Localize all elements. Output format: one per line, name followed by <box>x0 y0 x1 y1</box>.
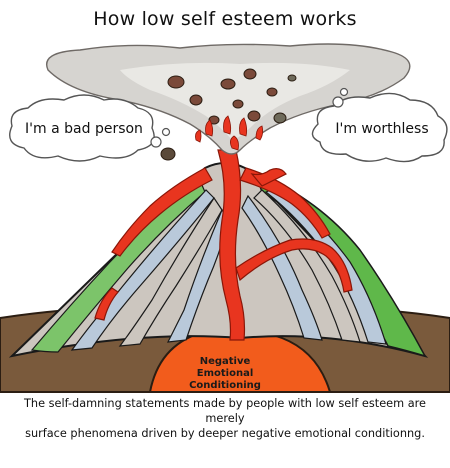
core-label: Negative Emotional Conditioning <box>177 356 273 392</box>
lava-streams <box>94 149 353 341</box>
caption: The self-damning statements made by peop… <box>10 396 440 441</box>
core-label-line: Emotional <box>196 368 254 379</box>
core-label-line: Negative <box>199 356 251 367</box>
ejected-rocks <box>160 68 297 161</box>
thought-bubble-left <box>9 94 171 162</box>
thought-bubble-right <box>311 87 448 163</box>
diagram-title: How low self esteem works <box>93 8 357 30</box>
caption-line: The self-damning statements made by peop… <box>24 397 426 425</box>
thought-text-left: I'm a bad person <box>25 121 143 137</box>
lava-drops <box>195 115 264 151</box>
core-label-line: Conditioning <box>189 380 261 391</box>
caption-line: surface phenomena driven by deeper negat… <box>25 427 425 440</box>
thought-text-right: I'm worthless <box>335 121 429 137</box>
